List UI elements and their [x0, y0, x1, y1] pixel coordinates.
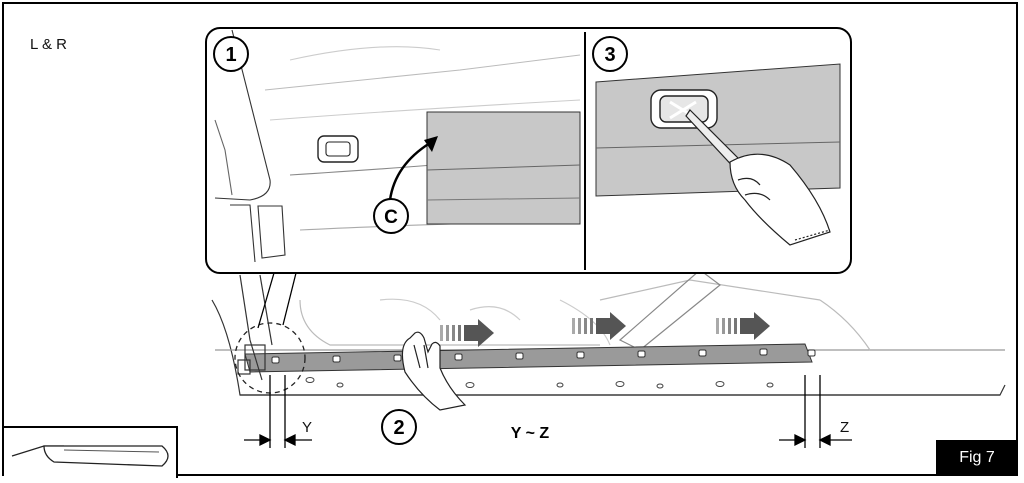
step-1-number: 1 — [225, 44, 236, 66]
hand-icon — [401, 331, 467, 411]
dimension-y — [244, 375, 312, 448]
figure-label: Fig 7 — [936, 440, 1018, 476]
part-c-badge — [373, 198, 409, 234]
step-2-number: 2 — [393, 417, 404, 439]
figure-frame — [2, 2, 1018, 476]
sill-clips — [271, 348, 816, 364]
inset-1-illustration — [214, 29, 581, 263]
razor-knife-icon — [11, 445, 169, 467]
sill-molding — [244, 343, 813, 373]
tool-callout-box — [4, 426, 178, 478]
part-c-letter: C — [384, 207, 398, 228]
step-3-badge — [592, 36, 628, 72]
step-2-badge — [381, 409, 417, 445]
dimension-z-label: Z — [840, 419, 849, 436]
rear-pillar — [237, 274, 273, 381]
step-1-badge — [213, 36, 249, 72]
razor-knife-in-hand — [685, 109, 831, 246]
part-c-pointer — [388, 141, 431, 201]
clip-release — [650, 89, 718, 129]
dimension-z — [779, 375, 852, 448]
direction-arrow-icon — [440, 312, 770, 347]
body-holes — [305, 377, 774, 389]
trim-panel — [595, 63, 841, 197]
side-label: L & R — [30, 36, 67, 53]
dimension-y-label: Y — [302, 419, 312, 436]
range-label: Y ~ Z — [511, 425, 550, 442]
step-3-number: 3 — [604, 44, 615, 66]
